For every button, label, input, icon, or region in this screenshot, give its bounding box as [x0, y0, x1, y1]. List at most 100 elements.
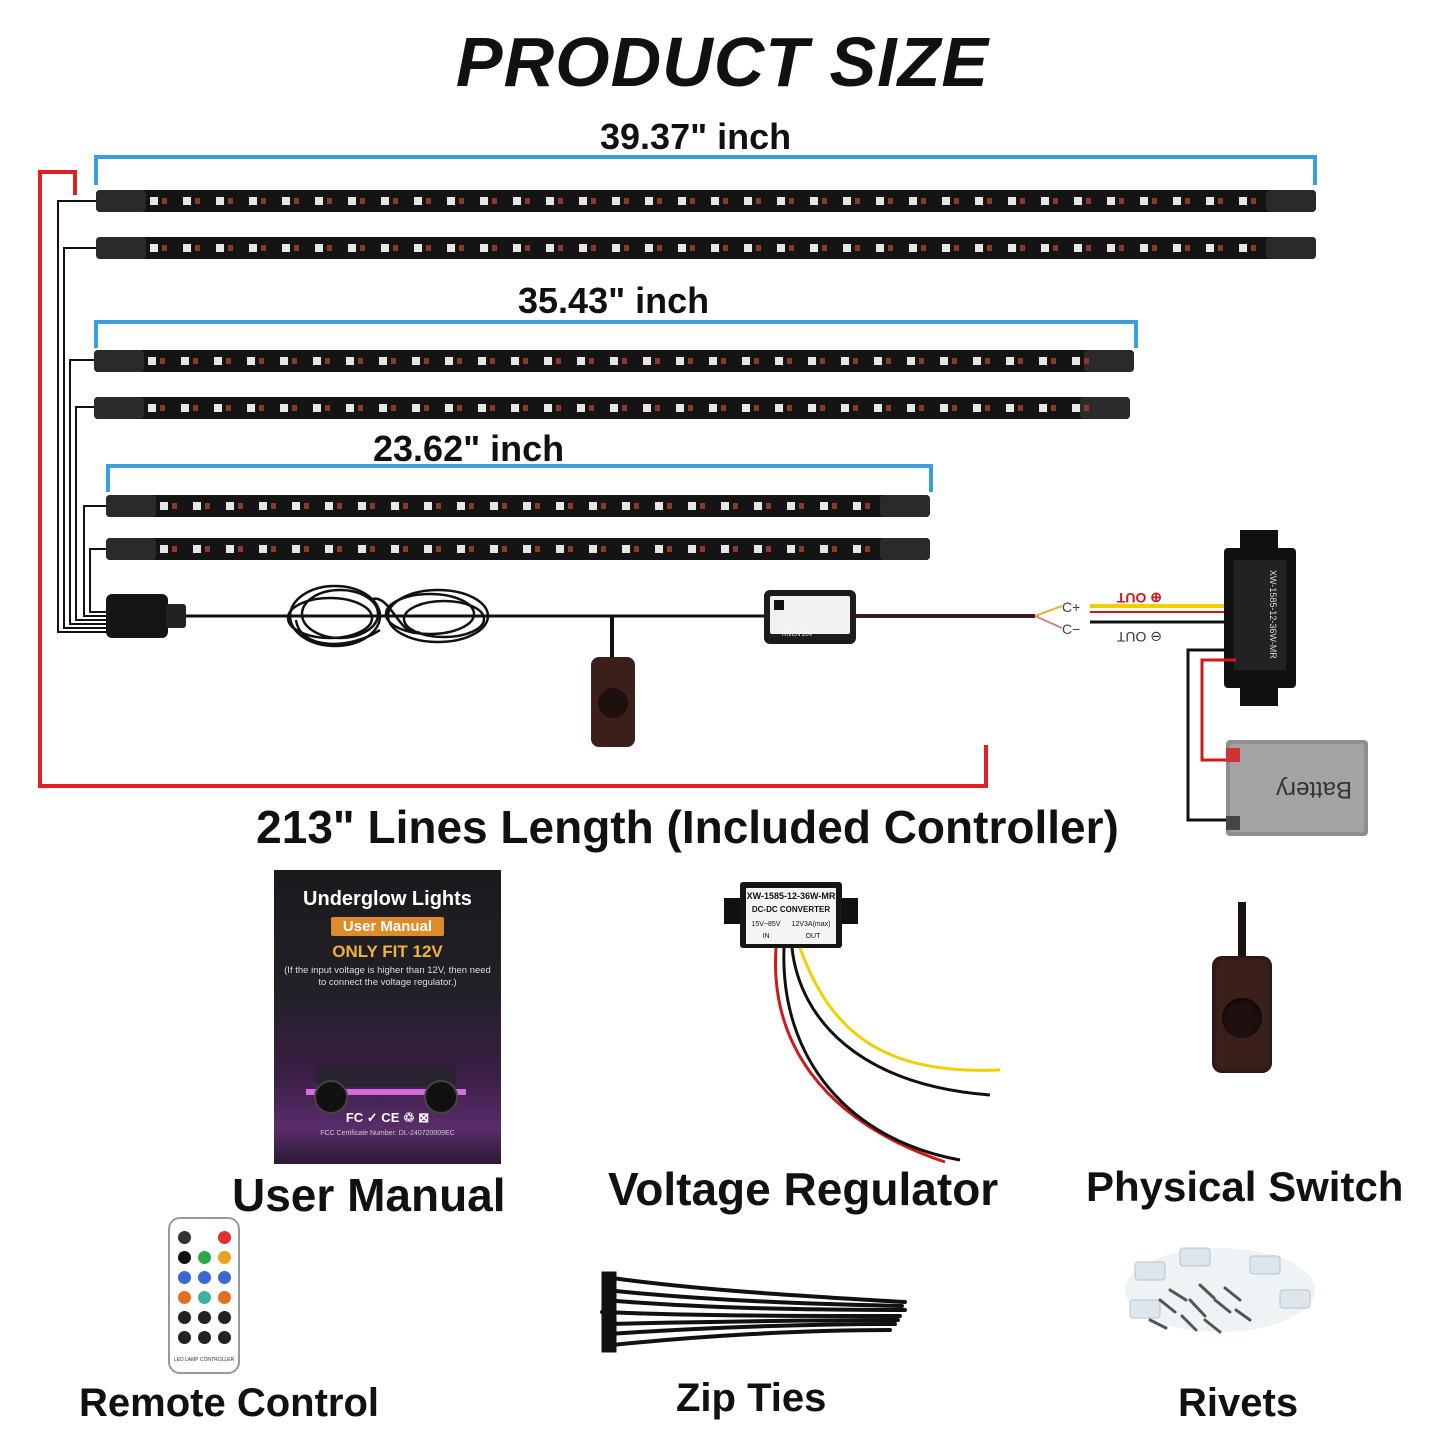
led-chip: [874, 404, 882, 412]
dimension-bracket-medium: [94, 320, 1138, 348]
led-chip: [379, 404, 387, 412]
led-resistor: [733, 503, 738, 509]
led-resistor: [1020, 245, 1025, 251]
led-resistor: [832, 503, 837, 509]
led-resistor: [700, 503, 705, 509]
led-chip: [556, 545, 564, 553]
remote-button: [198, 1251, 211, 1264]
led-resistor: [459, 245, 464, 251]
led-chip: [645, 197, 653, 205]
led-chip: [678, 244, 686, 252]
led-chip: [292, 502, 300, 510]
led-chip: [160, 545, 168, 553]
led-resistor: [919, 405, 924, 411]
led-chip: [1041, 244, 1049, 252]
led-chip: [787, 502, 795, 510]
led-chip: [1140, 244, 1148, 252]
led-resistor: [622, 358, 627, 364]
led-chip: [280, 404, 288, 412]
manual-cert-number: FCC Certificate Number: DL-240720009EC: [320, 1130, 455, 1137]
led-chip: [975, 244, 983, 252]
led-chip: [259, 545, 267, 553]
caption-rivets: Rivets: [1178, 1381, 1299, 1425]
led-chip: [612, 197, 620, 205]
led-resistor: [492, 245, 497, 251]
led-resistor: [523, 358, 528, 364]
remote-button: [218, 1271, 231, 1284]
led-chip: [1140, 197, 1148, 205]
led-resistor: [292, 358, 297, 364]
led-resistor: [855, 198, 860, 204]
rivets-photo: [1125, 1247, 1315, 1334]
led-resistor: [865, 503, 870, 509]
length-bracket: [38, 170, 988, 788]
led-chip: [909, 244, 917, 252]
led-chip: [742, 357, 750, 365]
regulator-out-label: OUT: [806, 933, 822, 940]
led-chip: [711, 197, 719, 205]
led-resistor: [205, 546, 210, 552]
led-resistor: [1084, 358, 1089, 364]
led-resistor: [985, 405, 990, 411]
led-resistor: [261, 245, 266, 251]
caption-physical-switch: Physical Switch: [1086, 1163, 1404, 1210]
led-chip: [754, 545, 762, 553]
remote-button: [218, 1291, 231, 1304]
led-resistor: [294, 245, 299, 251]
led-chip: [247, 404, 255, 412]
led-chip: [1239, 197, 1247, 205]
led-chip: [810, 197, 818, 205]
led-resistor: [162, 245, 167, 251]
led-resistor: [853, 405, 858, 411]
led-chip: [589, 545, 597, 553]
led-chip: [645, 244, 653, 252]
led-chip: [282, 197, 290, 205]
led-chip: [358, 545, 366, 553]
led-resistor: [459, 198, 464, 204]
led-chip: [412, 404, 420, 412]
svg-text:C−: C−: [1062, 621, 1080, 637]
led-chip: [1074, 197, 1082, 205]
led-resistor: [721, 405, 726, 411]
led-chip: [412, 357, 420, 365]
led-chip: [678, 197, 686, 205]
wire-plus-lead: [1034, 605, 1063, 617]
led-resistor: [888, 245, 893, 251]
inline-switch-knob: [598, 688, 628, 718]
led-strips: [94, 190, 1316, 560]
led-resistor: [436, 546, 441, 552]
led-chip: [511, 404, 519, 412]
led-chip: [577, 404, 585, 412]
led-resistor: [832, 546, 837, 552]
led-chip: [193, 502, 201, 510]
manual-cert-marks: FC ✓ CE ♲ ⊠: [345, 1110, 430, 1125]
led-chip: [1173, 244, 1181, 252]
controller-label: RIVEN 20V: [782, 632, 813, 638]
led-chip: [315, 244, 323, 252]
led-resistor: [886, 405, 891, 411]
led-resistor: [820, 358, 825, 364]
led-chip: [1074, 244, 1082, 252]
led-chip: [676, 404, 684, 412]
led-resistor: [162, 198, 167, 204]
led-chip: [744, 244, 752, 252]
led-resistor: [789, 198, 794, 204]
led-chip: [843, 244, 851, 252]
dimension-label-long: 39.37" inch: [600, 116, 792, 157]
led-chip: [853, 545, 861, 553]
caption-user-manual: User Manual: [232, 1169, 506, 1221]
led-chip: [909, 197, 917, 205]
led-resistor: [591, 198, 596, 204]
led-resistor: [436, 503, 441, 509]
led-resistor: [787, 405, 792, 411]
led-resistor: [1152, 245, 1157, 251]
led-resistor: [888, 198, 893, 204]
led-chip: [148, 404, 156, 412]
led-resistor: [337, 503, 342, 509]
led-chip: [610, 357, 618, 365]
out-minus-label: ⊖ OUT: [1116, 629, 1162, 645]
led-chip: [754, 502, 762, 510]
led-resistor: [919, 358, 924, 364]
led-chip: [480, 244, 488, 252]
led-chip: [843, 197, 851, 205]
